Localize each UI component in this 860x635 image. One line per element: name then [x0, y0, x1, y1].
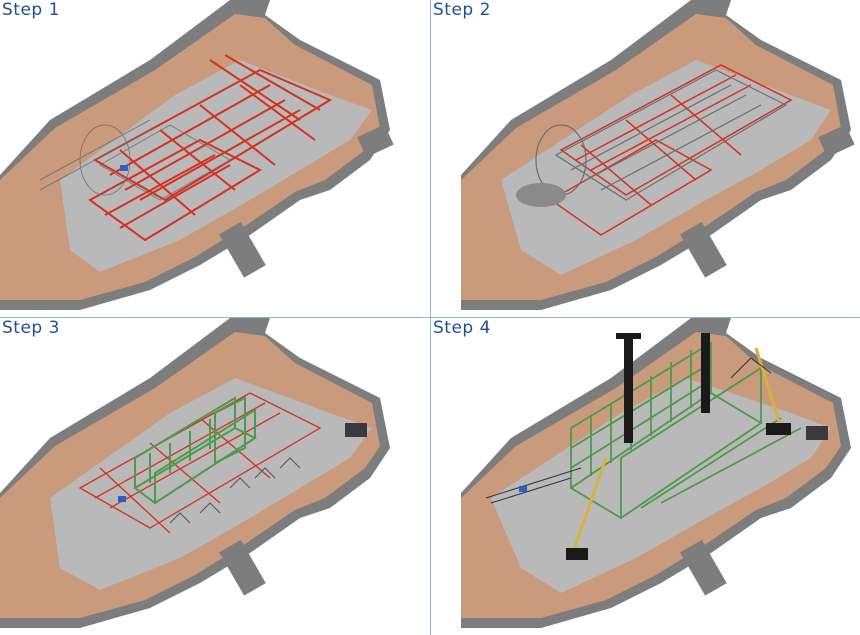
step-3-rendering — [0, 318, 390, 628]
horizontal-divider — [0, 317, 860, 318]
step-label: Step 4 — [433, 318, 491, 338]
step-panel-3: Step 3 — [0, 318, 430, 635]
step-label: Step 1 — [2, 0, 60, 20]
step-panel-1: Step 1 — [0, 0, 430, 317]
step-4-rendering — [461, 318, 851, 628]
step-panel-2: Step 2 — [431, 0, 860, 317]
step-label: Step 3 — [2, 318, 60, 338]
step-label: Step 2 — [433, 0, 491, 20]
step-panel-4: Step 4 — [431, 318, 860, 635]
step-2-rendering — [461, 0, 855, 310]
step-1-rendering — [0, 0, 394, 310]
